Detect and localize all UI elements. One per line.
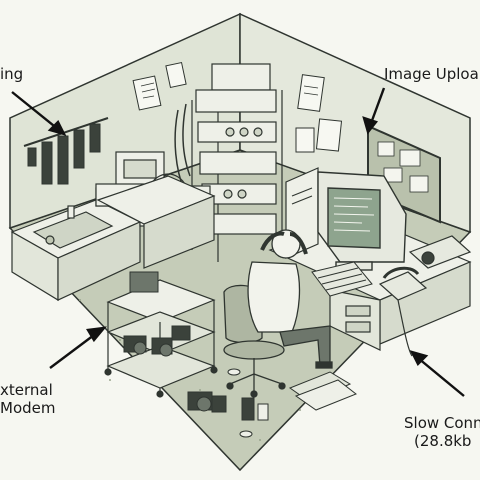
enlarger-desk: [96, 175, 216, 269]
telephone-icon: [378, 266, 428, 357]
label-slow-connection-line1: Slow Conn: [404, 414, 480, 432]
label-top-left: ing: [0, 65, 24, 83]
label-slow-connection-line2: (28.8kb: [414, 432, 472, 450]
wall-notes-right: [295, 74, 343, 153]
label-external-line1: xternal: [0, 381, 53, 399]
office-chair-icon: [223, 284, 286, 398]
film-strip-icon: [23, 117, 109, 185]
equipment-rack: [191, 63, 283, 262]
arrow-icon: [11, 87, 465, 397]
camera-icon: [123, 271, 227, 413]
modem-device: [408, 235, 472, 269]
floor-clutter: [227, 368, 357, 438]
keyboard: [311, 261, 373, 297]
label-image-upload: Image Uploa: [384, 65, 479, 83]
frustrated-user: [247, 229, 333, 369]
wall-notes-left: [132, 61, 187, 111]
label-external-line2: Modem: [0, 399, 56, 417]
